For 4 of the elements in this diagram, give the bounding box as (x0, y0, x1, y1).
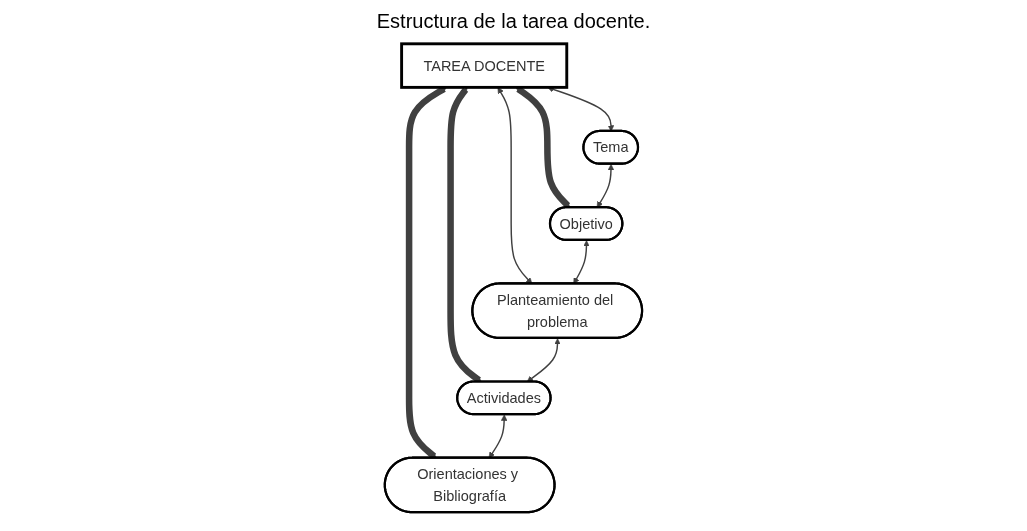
arrow (447, 87, 482, 383)
arrow (596, 164, 615, 208)
node-box: TAREA DOCENTE (400, 42, 569, 89)
diagram-title: Estructura de la tarea docente. (375, 10, 652, 34)
